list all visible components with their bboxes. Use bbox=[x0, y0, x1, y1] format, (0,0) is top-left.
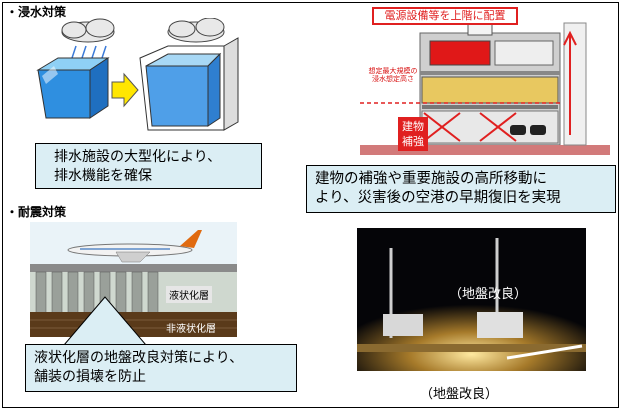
drainage-illustration bbox=[36, 18, 239, 131]
cloud-left-icon bbox=[61, 18, 115, 43]
callout-pointer bbox=[62, 296, 148, 346]
flood-heading: ・浸水対策 bbox=[6, 5, 67, 19]
liquefaction-callout-line1: 液状化層の地盤改良対策により、 bbox=[34, 350, 244, 366]
power-equipment-label: 電源設備等を上階に配置 bbox=[372, 7, 518, 25]
photo-overlay-caption: （地盤改良） bbox=[449, 287, 528, 302]
cloud-right-icon bbox=[167, 18, 225, 43]
airplane-icon bbox=[67, 230, 202, 263]
liquefaction-callout: 液状化層の地盤改良対策により、 舗装の損壊を防止 bbox=[25, 344, 297, 392]
drainage-callout: 排水施設の大型化により、 排水機能を確保 bbox=[35, 143, 262, 189]
building-callout: 建物の補強や重要施設の高所移動に より、災害後の空港の早期復旧を実現 bbox=[306, 165, 616, 213]
flood-height-label: 想定最大規模の 浸水想定高さ bbox=[368, 67, 418, 83]
non-liquefaction-layer-label: 非液状化層 bbox=[166, 324, 216, 335]
building-callout-line1: 建物の補強や重要施設の高所移動に bbox=[315, 171, 547, 187]
building-callout-line2: より、災害後の空港の早期復旧を実現 bbox=[315, 190, 561, 206]
building-diagram: 電源設備等を上階に配置 想定最大規模の 浸水想定高さ 建物 補強 bbox=[360, 5, 610, 155]
drainage-callout-line2: 排水機能を確保 bbox=[54, 168, 152, 184]
ground-diagram: 液状化層 非液状化層 bbox=[30, 222, 237, 337]
large-channel bbox=[139, 37, 239, 131]
photo-caption: （地盤改良） bbox=[420, 387, 499, 402]
arrow-right-icon bbox=[111, 72, 139, 108]
main-frame bbox=[2, 2, 619, 408]
ground-improvement-photo: （地盤改良） bbox=[357, 228, 586, 371]
reinforcement-label: 建物 補強 bbox=[398, 117, 428, 151]
liquefaction-layer-label: 液状化層 bbox=[166, 286, 212, 303]
drainage-callout-line1: 排水施設の大型化により、 bbox=[54, 149, 222, 165]
liquefaction-callout-line2: 舗装の損壊を防止 bbox=[34, 369, 146, 385]
small-channel bbox=[36, 57, 110, 119]
quake-heading: ・耐震対策 bbox=[6, 205, 67, 219]
